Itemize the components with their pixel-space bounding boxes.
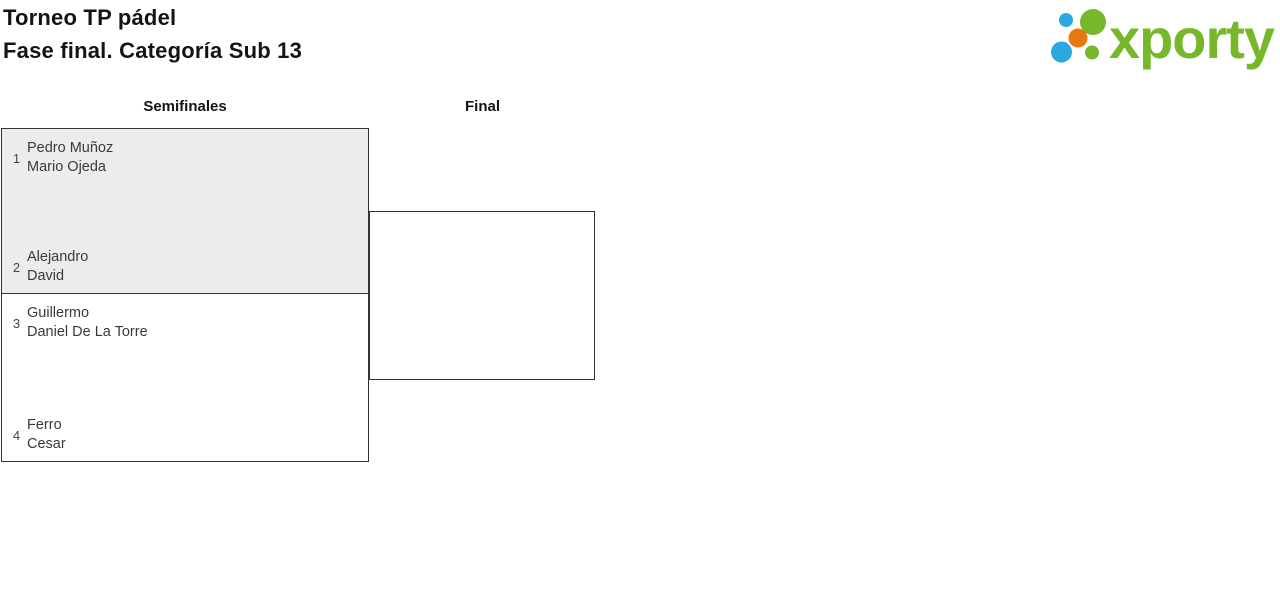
logo-dot-small-green xyxy=(1085,45,1099,60)
team-seed: 1 xyxy=(12,150,21,166)
tournament-name: Torneo TP pádel xyxy=(3,5,177,30)
xporty-logo-text: xporty xyxy=(1109,7,1275,70)
team-entry-seed-3: 3 Guillermo Daniel De La Torre xyxy=(9,304,148,342)
player-name: Cesar xyxy=(27,436,66,452)
player-name: Guillermo xyxy=(27,305,90,321)
team-players: Alejandro David xyxy=(27,248,88,286)
xporty-logo[interactable]: xporty xyxy=(1048,2,1278,74)
logo-dot-orange xyxy=(1068,28,1088,48)
team-seed: 2 xyxy=(12,259,21,275)
player-name: Ferro xyxy=(27,417,62,433)
page-title: Torneo TP pádel Fase final. Categoría Su… xyxy=(3,1,302,67)
team-seed: 4 xyxy=(12,427,21,443)
match-box-final[interactable] xyxy=(369,211,595,380)
team-seed: 3 xyxy=(12,315,21,331)
team-entry-seed-2: 2 Alejandro David xyxy=(9,248,88,286)
team-entry-seed-1: 1 Pedro Muñoz Mario Ojeda xyxy=(9,139,113,177)
xporty-logo-dots-icon xyxy=(1051,9,1106,63)
team-players: Pedro Muñoz Mario Ojeda xyxy=(27,139,113,177)
match-box-semifinal-1[interactable]: 1 Pedro Muñoz Mario Ojeda 2 Alejandro Da… xyxy=(1,128,369,294)
player-name: David xyxy=(27,268,65,284)
phase-category: Fase final. Categoría Sub 13 xyxy=(3,38,303,63)
round-header-semifinales: Semifinales xyxy=(143,98,227,115)
player-name: Alejandro xyxy=(27,249,89,265)
player-name: Mario Ojeda xyxy=(27,159,106,175)
team-entry-seed-4: 4 Ferro Cesar xyxy=(9,416,66,454)
logo-dot-big-blue xyxy=(1051,41,1072,63)
logo-dot-small-blue xyxy=(1059,13,1073,27)
match-box-semifinal-2[interactable]: 3 Guillermo Daniel De La Torre 4 Ferro C… xyxy=(1,293,369,462)
team-players: Guillermo Daniel De La Torre xyxy=(27,304,148,342)
team-players: Ferro Cesar xyxy=(27,416,66,454)
player-name: Pedro Muñoz xyxy=(27,140,114,156)
round-header-final: Final xyxy=(464,98,500,115)
logo-dot-big-green xyxy=(1080,9,1106,35)
player-name: Daniel De La Torre xyxy=(27,324,148,340)
